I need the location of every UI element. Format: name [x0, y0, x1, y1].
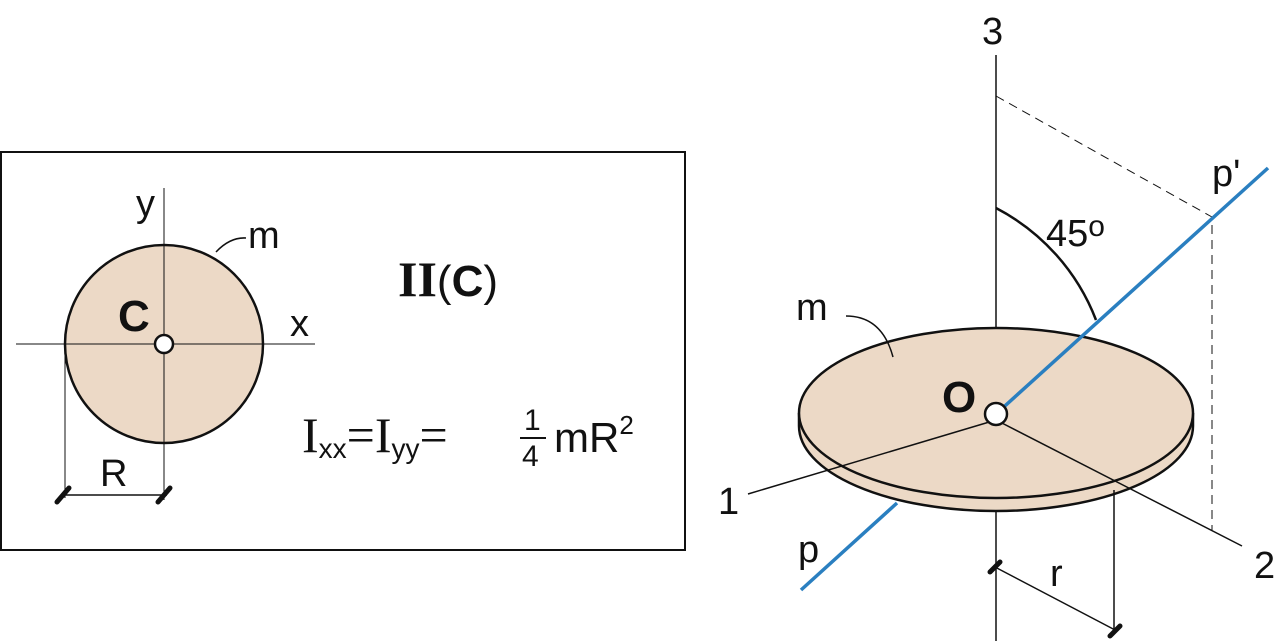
formula-exponent: 2 — [619, 410, 633, 440]
formula-rest: mR2 — [554, 410, 634, 461]
center-point — [153, 333, 175, 355]
inertia-formula: Ixx=Iyy= 1 4 mR2 — [302, 404, 634, 473]
formula-i1: I — [302, 407, 319, 463]
fraction-numerator: 1 — [524, 404, 541, 437]
origin-label: O — [942, 373, 976, 422]
mass-label: m — [248, 215, 280, 257]
angle-arc — [995, 206, 1098, 321]
formula-main: Ixx=Iyy= — [302, 407, 448, 464]
radius-label: R — [100, 453, 127, 495]
r-dimension-line — [992, 565, 1118, 632]
fraction-denominator: 4 — [522, 440, 539, 473]
title-paren-close: ) — [483, 257, 498, 306]
projection-dashed-top — [995, 95, 1213, 218]
axis-1-line — [747, 419, 997, 495]
formula-eq1: = — [347, 407, 375, 463]
formula-i2: I — [375, 407, 392, 463]
line-p-upper — [994, 166, 1270, 416]
r-tick-left — [987, 559, 1003, 575]
x-axis-label: x — [290, 303, 309, 345]
angle-unit: o — [1088, 210, 1105, 243]
radius-tick-right — [155, 485, 173, 505]
y-axis-label: y — [136, 183, 155, 225]
center-label: C — [118, 292, 150, 341]
panel-frame — [0, 151, 686, 551]
axis-2-label: 2 — [1254, 545, 1275, 587]
line-p-lower — [799, 501, 899, 592]
r-tick-right — [1107, 623, 1123, 639]
formula-sub2: yy — [392, 433, 420, 464]
moment-title: II(C) — [398, 251, 498, 307]
title-main: II — [398, 251, 437, 307]
mass-leader-line — [845, 315, 894, 358]
angle-label: 45o — [1046, 210, 1105, 255]
angle-value: 45 — [1046, 213, 1088, 255]
origin-point — [983, 401, 1009, 427]
mass-leader-line — [215, 237, 247, 253]
formula-mr: mR — [554, 414, 619, 461]
mass-label-3d: m — [796, 287, 828, 329]
axis-3-label: 3 — [982, 11, 1003, 53]
axis-2-line — [995, 419, 1243, 547]
title-point: C — [452, 257, 484, 306]
r-label: r — [1050, 553, 1063, 595]
left-panel: y x m C R II(C) Ixx=Iyy= 1 4 mR2 — [0, 151, 686, 551]
axis-1-label: 1 — [718, 481, 739, 523]
formula-sub1: xx — [319, 433, 347, 464]
title-paren-open: ( — [437, 257, 452, 306]
radius-tick-left — [54, 485, 72, 505]
right-panel: 3 1 2 p p' 45o m O r — [718, 11, 1275, 641]
line-p-prime-label: p' — [1212, 153, 1240, 195]
formula-eq2: = — [420, 407, 448, 463]
line-p-label: p — [798, 529, 819, 571]
